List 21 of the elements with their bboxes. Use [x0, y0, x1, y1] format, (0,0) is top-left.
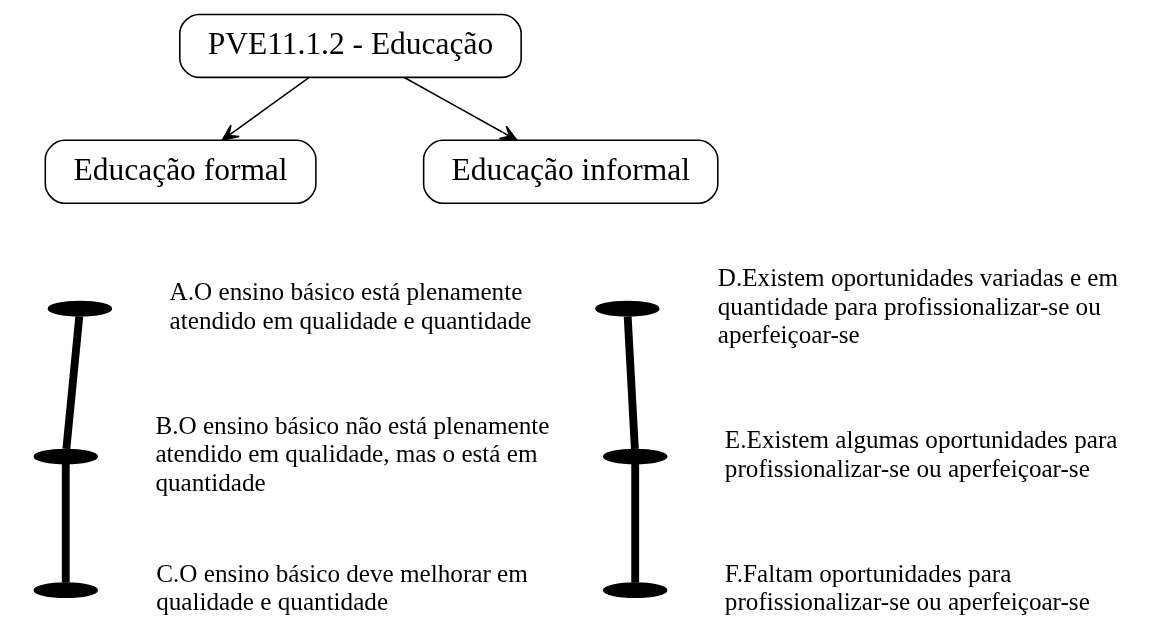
arrow [221, 76, 310, 141]
node-ellipse [602, 582, 668, 599]
connector [631, 463, 640, 583]
node-ellipse [33, 582, 98, 599]
node-box: Educação formal [44, 139, 317, 205]
node-label: C.O ensino básico deve melhorar em qualidade e quantidade [156, 560, 528, 616]
connector [61, 463, 70, 583]
node-ellipse [595, 300, 660, 317]
arrow [403, 76, 518, 141]
node-label: D.Existem oportunidades variadas e em quantidade para profissionalizar-se ou aperfeiçoar-se [717, 264, 1119, 348]
node-box: PVE11.1.2 - Educação [179, 13, 522, 79]
connector [62, 316, 84, 450]
connector [623, 316, 639, 450]
node-label: A.O ensino básico está plenamente atendido em qualidade e quantidade [169, 278, 532, 334]
node-label: F.Faltam oportunidades para profissionalizar-se ou aperfeiçoar-se [724, 560, 1090, 616]
node-ellipse [602, 448, 668, 465]
node-label: E.Existem algumas oportunidades para profissionalizar-se ou aperfeiçoar-se [724, 426, 1118, 482]
node-label: B.O ensino básico não está plenamente atendido em qualidade, mas o está em quantidade [155, 412, 550, 496]
node-ellipse [33, 448, 98, 465]
node-ellipse [47, 300, 113, 317]
node-box: Educação informal [422, 139, 719, 205]
